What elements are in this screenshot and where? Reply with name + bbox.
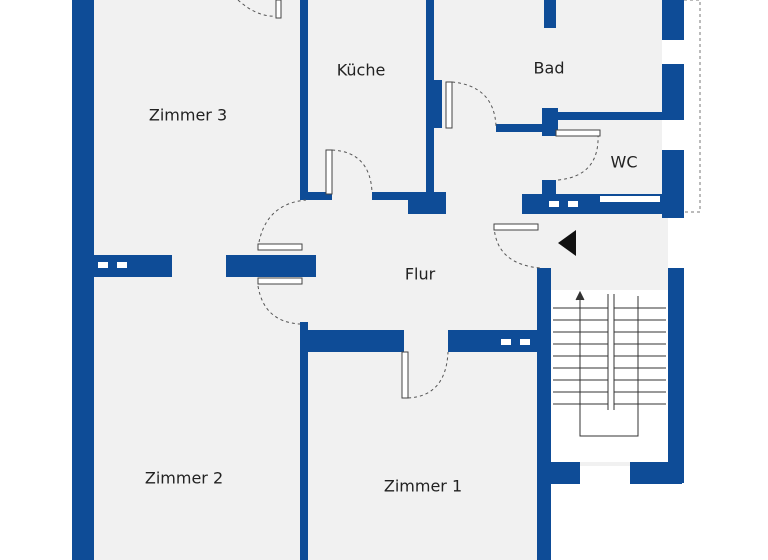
wall-stair-bottom-right — [630, 462, 682, 484]
window-gap-4 — [520, 339, 530, 345]
walls — [72, 0, 684, 560]
room-label-zimmer2: Zimmer 2 — [144, 468, 224, 488]
wall-zimmer3-zimmer2 — [92, 255, 172, 277]
room-label-wc: WC — [610, 152, 638, 172]
wall-flur-zimmer1-right — [448, 330, 540, 352]
door-leaf-zimmer2 — [257, 277, 303, 285]
doors — [237, 0, 601, 399]
wall-flur-zimmer1-left — [302, 330, 404, 352]
outer-wall-left — [72, 0, 94, 560]
wall-zimmer2-zimmer1 — [300, 322, 308, 560]
wall-wc-pillar — [542, 180, 556, 202]
door-bad-arc — [451, 81, 497, 127]
room-label-flur: Flur — [404, 264, 436, 284]
entrance-triangle-icon — [558, 230, 576, 256]
door-leaf-zimmer3-top — [275, 0, 282, 19]
wall-bad-bottom — [496, 124, 556, 132]
stair-area — [551, 290, 668, 462]
wall-kueche-bottom-left — [300, 192, 332, 200]
window-gap-2 — [117, 262, 127, 268]
door-leaf-kueche — [325, 149, 333, 195]
door-wc-arc — [557, 133, 599, 181]
window-gap-5 — [549, 201, 559, 207]
door-leaf-zimmer1 — [401, 351, 409, 399]
door-leaf-wc — [555, 129, 601, 137]
door-zimmer2-arc — [257, 285, 301, 325]
wall-bad-bottom-pillar — [542, 108, 558, 136]
stair-arrowhead-icon — [575, 290, 585, 301]
wall-kueche-pillar — [408, 192, 446, 214]
wall-stair-left — [537, 268, 551, 560]
window-right-1 — [666, 40, 680, 64]
door-leaf-bad — [445, 81, 453, 129]
door-leaf-zimmer3 — [257, 243, 303, 251]
wall-bad-left-stub — [434, 80, 442, 128]
wall-stair-right — [668, 268, 684, 483]
door-entrance-arc — [493, 225, 541, 269]
floor-area — [92, 0, 668, 560]
outer-wall-right-upper — [662, 0, 684, 40]
room-label-zimmer3: Zimmer 3 — [148, 105, 228, 125]
window-gap-6 — [568, 201, 578, 207]
stair-arrow-icon — [579, 296, 639, 437]
wall-zimmer3-zimmer2-east — [226, 255, 316, 277]
door-zimmer1-arc — [407, 351, 449, 399]
room-label-bad: Bad — [533, 58, 565, 78]
balcony-outline — [684, 0, 701, 213]
window-right-2 — [666, 120, 680, 150]
wall-kueche-bad — [426, 0, 434, 200]
window-gap-1 — [98, 262, 108, 268]
door-leaf-entrance — [493, 223, 539, 231]
window-right-3 — [672, 218, 682, 268]
wall-bad-top-stub — [544, 0, 556, 28]
door-kueche-arc — [331, 149, 373, 193]
window-wc — [600, 196, 660, 202]
window-gap-3 — [501, 339, 511, 345]
room-label-kueche: Küche — [336, 60, 386, 80]
outer-wall-right-mid — [662, 64, 684, 120]
window-stair-bottom — [580, 466, 630, 480]
door-zimmer3-arc — [257, 199, 307, 249]
window-gaps — [98, 40, 682, 480]
wall-bad-wc — [556, 112, 662, 120]
room-label-zimmer1: Zimmer 1 — [383, 476, 463, 496]
staircase — [551, 290, 668, 462]
wall-stair-bottom-left — [550, 462, 580, 484]
wall-kueche-bottom-right — [372, 192, 428, 200]
wall-zimmer3-kueche — [300, 0, 308, 200]
